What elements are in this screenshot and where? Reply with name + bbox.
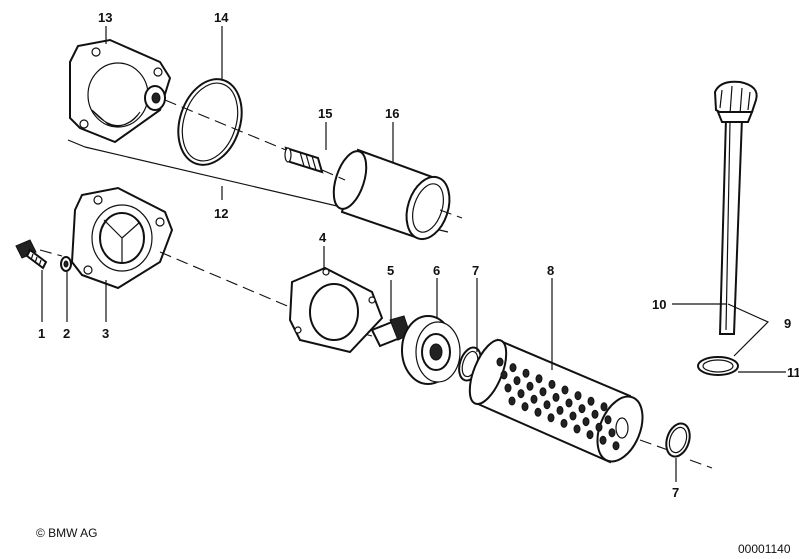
callout-11: 11 [787, 365, 799, 380]
callout-3: 3 [102, 326, 109, 341]
callout-10: 10 [652, 297, 666, 312]
callout-14: 14 [214, 10, 229, 25]
part-11-ring [697, 356, 739, 376]
filter-perforation [608, 428, 616, 438]
filter-perforation [565, 398, 573, 408]
part-14-o-ring [177, 78, 243, 166]
filter-perforation [522, 368, 530, 378]
filter-perforation [586, 430, 594, 440]
filter-perforation [547, 413, 555, 423]
diagram-number: 00001140 [738, 542, 791, 556]
callout-5: 5 [387, 263, 394, 278]
callout-16: 16 [385, 106, 399, 121]
filter-perforation [496, 357, 504, 367]
filter-perforation [530, 394, 538, 404]
filter-perforation [509, 363, 517, 373]
filter-perforation [591, 409, 599, 419]
filter-perforation [500, 370, 508, 380]
filter-perforation [526, 381, 534, 391]
filter-perforation [504, 383, 512, 393]
callout-7-lower: 7 [672, 485, 679, 500]
filter-perforation [534, 407, 542, 417]
filter-perforation [612, 441, 620, 451]
part-16-sleeve [332, 148, 451, 241]
filter-perforation [587, 396, 595, 406]
filter-perforation [595, 422, 603, 432]
filter-perforation [561, 385, 569, 395]
callout-1: 1 [38, 326, 45, 341]
filter-perforation [604, 415, 612, 425]
callout-7-upper: 7 [472, 263, 479, 278]
filter-perforation [574, 391, 582, 401]
part-6-valve-body [401, 315, 461, 385]
callout-9: 9 [784, 316, 791, 331]
part-7-ring-lower [665, 422, 691, 458]
part-13-housing-cover [69, 38, 172, 144]
callout-13: 13 [98, 10, 112, 25]
part-8-filter [468, 338, 644, 464]
leader-lines [41, 26, 786, 482]
filter-perforation [582, 417, 590, 427]
callout-15: 15 [318, 106, 332, 121]
filter-perforation [517, 389, 525, 399]
filter-perforation [543, 400, 551, 410]
copyright-notice: © BMW AG [36, 526, 98, 540]
part-2-washer [60, 256, 72, 272]
callout-2: 2 [63, 326, 70, 341]
callout-4: 4 [319, 230, 327, 245]
callout-8: 8 [547, 263, 554, 278]
filter-perforation [569, 411, 577, 421]
filter-perforation [556, 405, 564, 415]
filter-perforation [539, 387, 547, 397]
callout-12: 12 [214, 206, 228, 221]
upper-axis-line [164, 99, 463, 219]
filter-perforation [600, 402, 608, 412]
filter-perforation [521, 402, 529, 412]
part-3-housing [70, 186, 174, 290]
part-15-valve [284, 146, 324, 174]
filter-perforation [552, 392, 560, 402]
filter-perforation [560, 418, 568, 428]
filter-perforation [573, 424, 581, 434]
part-10-dipstick [713, 80, 758, 335]
filter-perforation [548, 379, 556, 389]
filter-perforation [508, 396, 516, 406]
filter-perforation [513, 376, 521, 386]
filter-perforation [578, 404, 586, 414]
callout-6: 6 [433, 263, 440, 278]
part-4-gasket [288, 266, 384, 354]
filter-perforation [599, 435, 607, 445]
filter-perforation [535, 374, 543, 384]
part-1-bolt [15, 239, 48, 270]
